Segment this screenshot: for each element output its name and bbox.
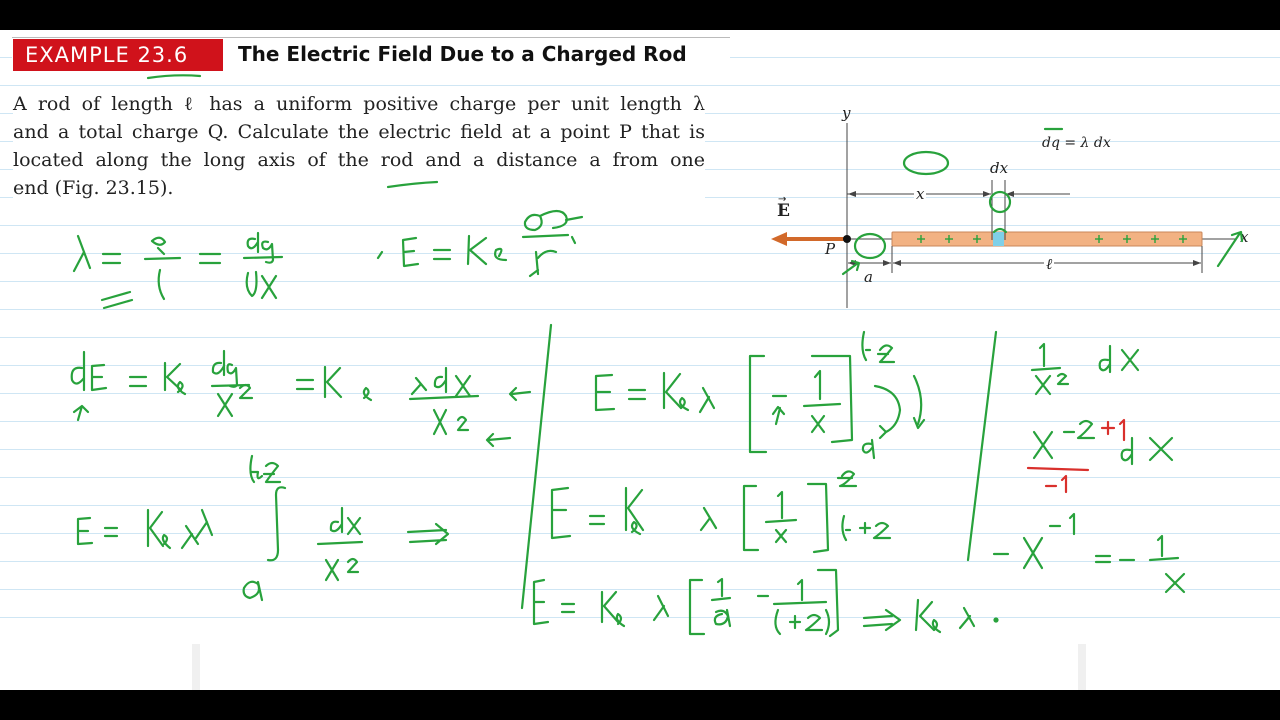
rod-plus-marks	[917, 235, 1187, 243]
column-separator	[1078, 644, 1086, 690]
e-field-arrow-head	[771, 232, 787, 246]
ink-arrow-l	[1216, 230, 1244, 268]
example-header: EXAMPLE 23.6 The Electric Field Due to a…	[12, 37, 730, 74]
point-p-label: P	[825, 240, 836, 258]
figure-drawing	[771, 123, 1237, 308]
ink-equation-integral	[76, 454, 450, 602]
whiteboard-page: EXAMPLE 23.6 The Electric Field Due to a…	[0, 30, 1280, 690]
example-badge: EXAMPLE 23.6	[13, 39, 223, 71]
handwritten-notes	[70, 74, 1244, 638]
ink-circle-a	[853, 232, 887, 260]
ink-equation-de	[70, 349, 532, 448]
dx-label: dx	[990, 159, 1009, 177]
example-title: The Electric Field Due to a Charged Rod	[238, 42, 687, 66]
ink-equation-reversed-limits	[550, 470, 892, 554]
ink-divider-2	[966, 330, 998, 562]
point-p-dot	[843, 235, 851, 243]
y-axis-label: y	[842, 104, 851, 122]
vector-arrow-icon: →	[778, 194, 787, 205]
ink-tick-dx	[992, 227, 1008, 234]
problem-line-1: A rod of length ℓ has a uniform positive…	[13, 93, 705, 115]
problem-line-2: and a total charge Q. Calculate the elec…	[13, 121, 705, 143]
e-vector-label: E	[777, 201, 790, 221]
charged-rod-figure: y x E → P a x dx ℓ dq = λ dx	[755, 68, 1260, 308]
ink-equation-lambda	[72, 231, 284, 310]
column-separator	[192, 644, 200, 690]
length-label: ℓ	[1044, 255, 1055, 274]
problem-line-4: end (Fig. 23.15).	[13, 177, 174, 199]
dq-equation-label: dq = λ dx	[1042, 135, 1111, 151]
variable-x-label: x	[914, 185, 927, 203]
ink-arrow-p	[841, 259, 861, 276]
ink-equation-antiderivative	[594, 330, 926, 460]
ink-divider-1	[520, 323, 553, 610]
charged-rod	[891, 231, 1203, 247]
ink-equation-e-coulomb	[376, 209, 584, 278]
problem-statement: A rod of length ℓ has a uniform positive…	[13, 90, 705, 202]
x-axis-label: x	[1240, 228, 1249, 246]
ink-circle-x	[902, 150, 950, 176]
page-bottom-strip	[0, 644, 1280, 690]
ink-circle-dq	[988, 190, 1012, 214]
ink-equation-final	[532, 568, 999, 638]
ink-side-work	[992, 342, 1186, 594]
distance-a-label: a	[864, 268, 873, 286]
problem-line-3: located along the long axis of the rod a…	[13, 149, 705, 171]
ink-underline-1	[146, 74, 202, 80]
ink-underline-2	[386, 180, 439, 189]
dq-element	[993, 232, 1004, 246]
